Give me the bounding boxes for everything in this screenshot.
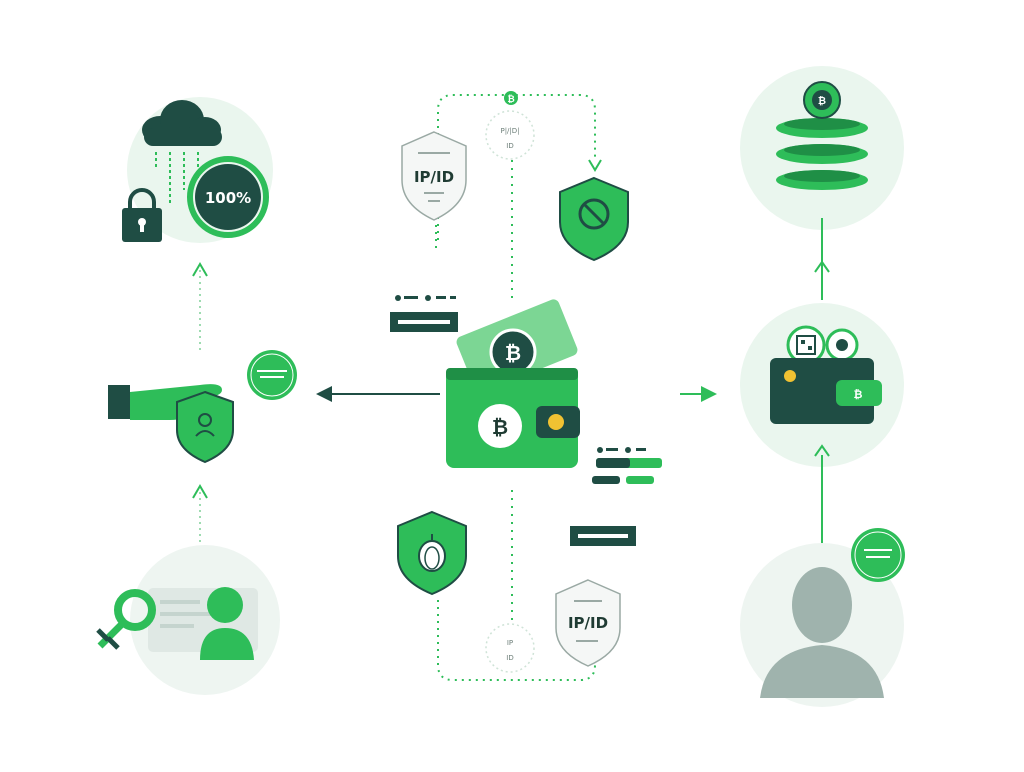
- progress-badge: 100%: [187, 156, 269, 238]
- label-chip-lower-right: [570, 526, 636, 546]
- svg-text:₿: ₿: [507, 94, 514, 105]
- info-node-line-2: ID: [506, 142, 513, 150]
- status-bars: [592, 447, 662, 484]
- shield-label-top: IP/ID: [414, 168, 454, 186]
- user-avatar-icon: [760, 567, 884, 698]
- badge-icon-right: [851, 528, 905, 582]
- lock-icon: [122, 188, 162, 242]
- info-node-line-1: IP: [507, 639, 513, 647]
- coin-stack-node: ₿: [740, 66, 904, 230]
- shield-icon-onion: [397, 510, 467, 596]
- svg-text:₿: ₿: [854, 388, 863, 401]
- main-wallet: ₿ ₿: [446, 299, 580, 468]
- svg-text:₿: ₿: [505, 341, 521, 365]
- wallet-qr-node: ₿: [740, 303, 904, 467]
- svg-text:₿: ₿: [492, 415, 508, 439]
- badge-icon-left: [247, 350, 297, 400]
- shield-icon-ip-id-bottom: IP/ID: [555, 579, 621, 667]
- top-loop-arrowhead: [588, 159, 602, 172]
- ip-id-info-node-top: P|/|D| ID: [485, 110, 535, 160]
- arrowhead-left-upper: [192, 262, 208, 277]
- arrowhead-left-lower: [192, 484, 208, 499]
- cloud-storage-node: 100%: [122, 97, 273, 243]
- ip-id-info-node-bottom: IP ID: [485, 623, 535, 673]
- shield-label-bottom: IP/ID: [568, 614, 608, 632]
- user-shield-icon: [176, 390, 234, 464]
- identity-protection-node: [108, 350, 297, 464]
- coin-stack-icon: ₿: [776, 81, 868, 190]
- bitcoin-icon-small: ₿: [504, 91, 518, 105]
- key-identity-node: [96, 545, 280, 695]
- onion-icon: [418, 534, 446, 572]
- shield-icon-ip-id-top: IP/ID: [401, 131, 467, 221]
- bottom-loop-connector: [437, 600, 596, 681]
- wallet-icon: ₿: [770, 358, 882, 424]
- key-icon: [96, 589, 156, 650]
- info-node-line-2: ID: [506, 654, 513, 662]
- bitcoin-icon: ₿: [478, 404, 522, 448]
- person-icon: [200, 587, 254, 660]
- label-chip-upper-left: [390, 295, 458, 332]
- user-node: [740, 528, 905, 707]
- svg-text:₿: ₿: [818, 95, 826, 107]
- cloud-icon: [142, 100, 222, 205]
- info-node-line-1: P|/|D|: [500, 127, 519, 135]
- shield-icon-blocked: [559, 176, 629, 262]
- progress-badge-text: 100%: [205, 189, 251, 207]
